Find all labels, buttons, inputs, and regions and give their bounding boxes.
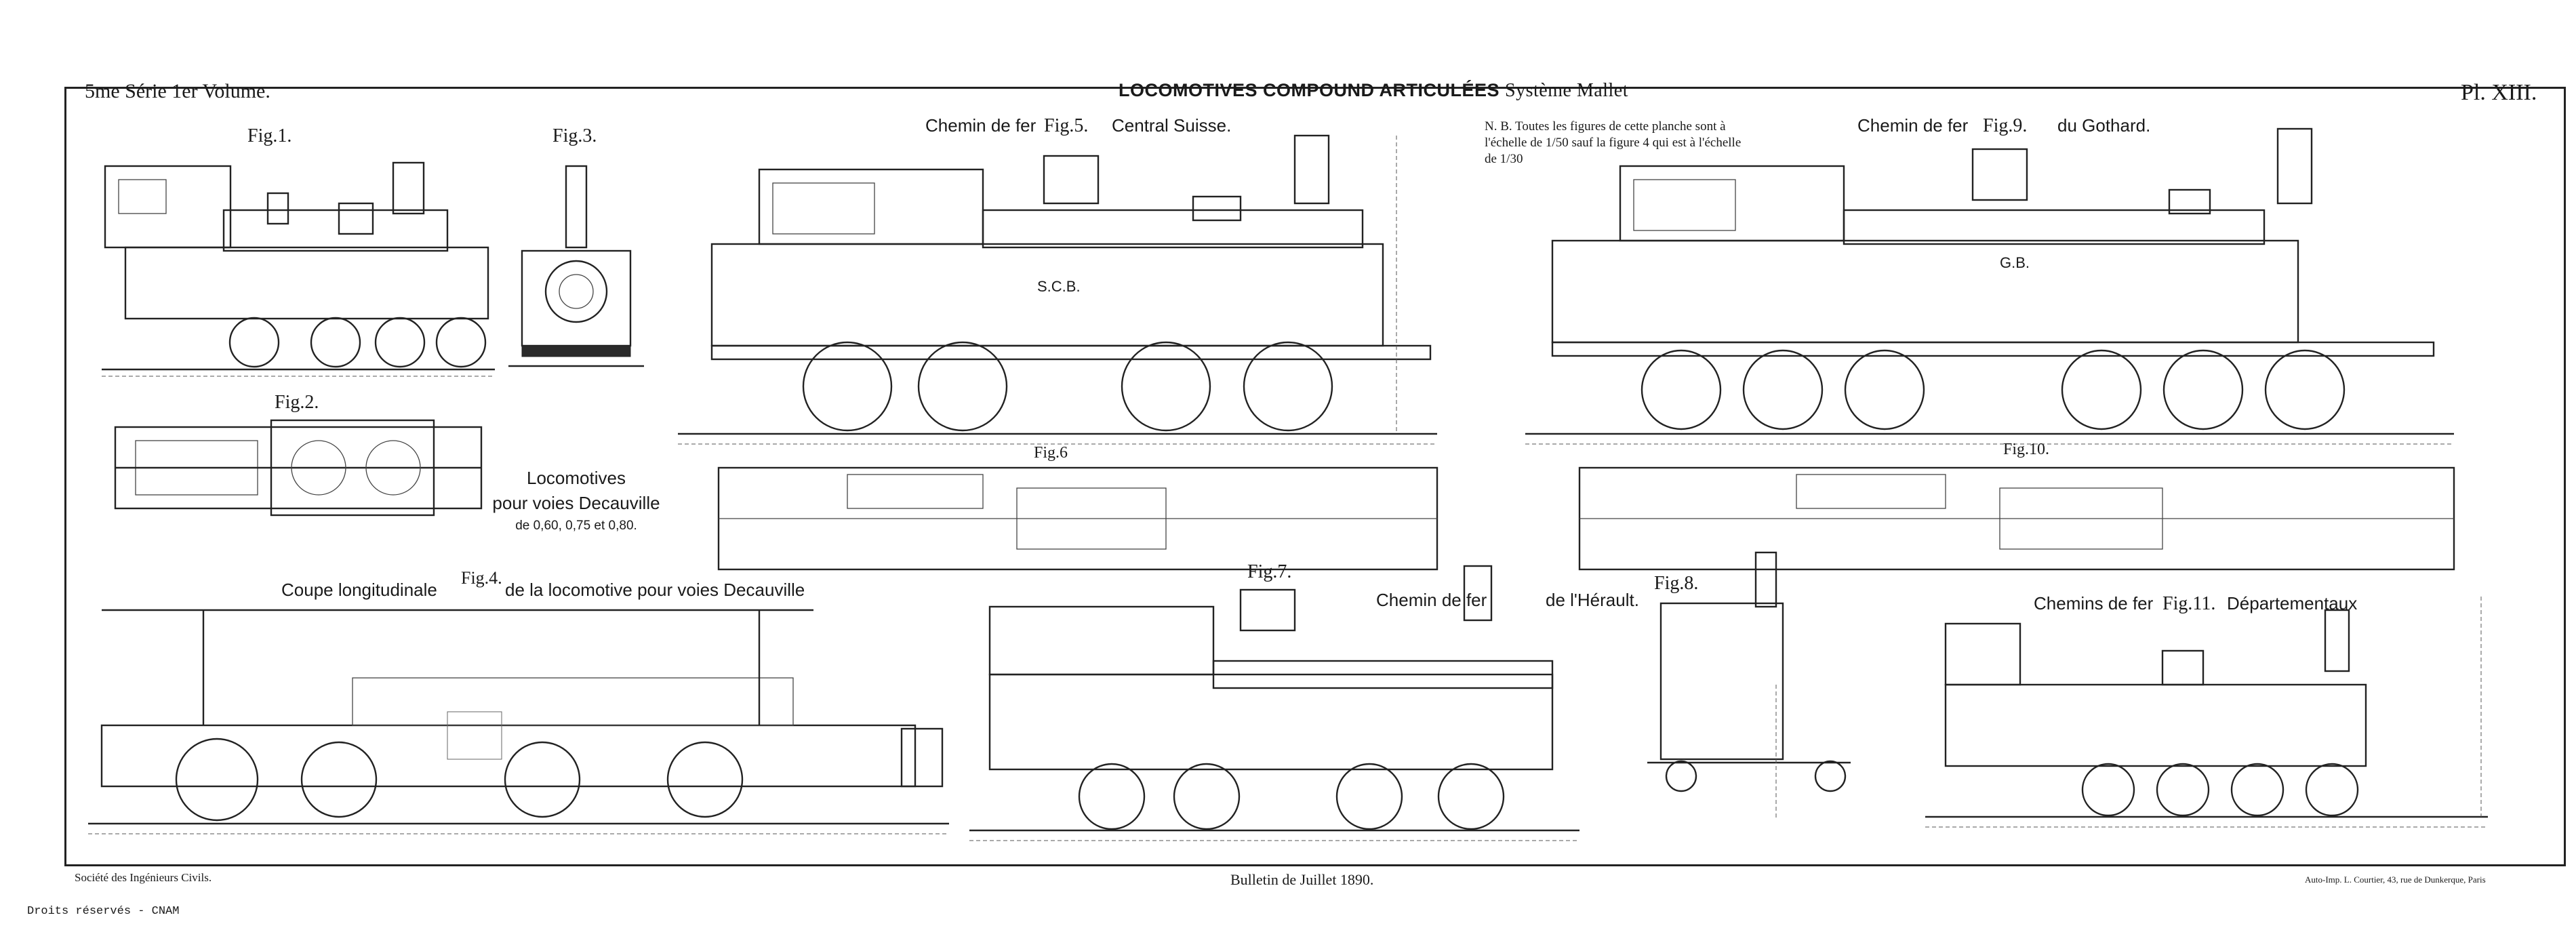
footer-society: Société des Ingénieurs Civils. [75,871,212,884]
decauville-title-line2: pour voies Decauville [492,493,660,513]
fig5-caption-left: Chemin de fer [925,115,1037,136]
scale-note-line3: de 1/30 [1485,152,1523,166]
fig10-drawing [1578,466,2455,571]
fig2-drawing [114,419,483,517]
fig9-label: Fig.9. [1983,115,2028,136]
fig4-label: Fig.4. [461,568,502,588]
fig8-label: Fig.8. [1654,573,1699,594]
fig7-label: Fig.7. [1247,561,1292,582]
plate-title-sub: Système Mallet [1505,80,1629,101]
fig5-caption-right: Central Suisse. [1112,115,1232,136]
plate-frame [64,87,2566,866]
fig6-label: Fig.6 [1034,444,1068,462]
scale-note-line2: l'échelle de 1/50 sauf la figure 4 qui e… [1485,136,1742,150]
fig11-label: Fig.11. [2162,593,2216,614]
rights-notice: Droits réservés - CNAM [27,905,180,918]
scale-note-line1: N. B. Toutes les figures de cette planch… [1485,119,1726,134]
fig7-drawing [969,565,1579,841]
decauville-title-line3: de 0,60, 0,75 et 0,80. [515,519,637,533]
fig5-body-lettering: S.C.B. [1037,278,1081,295]
fig6-drawing [717,466,1438,571]
fig4-caption-right: de la locomotive pour voies Decauville [505,580,805,600]
fig2-label: Fig.2. [275,392,319,413]
fig11-drawing [1925,597,2488,828]
fig1-drawing [102,161,495,377]
decauville-title-line1: Locomotives [527,468,626,488]
fig3-drawing [508,165,644,367]
plate-title: LOCOMOTIVES COMPOUND ARTICULÉES Système … [1119,80,1628,102]
plate-title-main: LOCOMOTIVES COMPOUND ARTICULÉES [1119,80,1500,100]
fig5-label: Fig.5. [1044,115,1089,136]
footer-bulletin: Bulletin de Juillet 1890. [1230,871,1374,888]
fig4-caption-left: Coupe longitudinale [281,580,437,600]
fig4-drawing [88,609,949,834]
fig7-caption-right: de l'Hérault. [1546,590,1639,610]
fig11-caption-left: Chemins de fer [2034,593,2154,613]
fig9-body-lettering: G.B. [2000,254,2030,271]
plate-number: Pl. XIII. [2461,80,2537,105]
fig11-caption-right: Départementaux [2227,593,2358,613]
fig8-drawing [1647,551,1851,820]
fig9-caption-left: Chemin de fer [1857,115,1969,136]
fig9-drawing [1525,127,2454,445]
footer-printer: Auto-Imp. L. Courtier, 43, rue de Dunker… [2305,874,2486,885]
fig3-label: Fig.3. [552,125,597,146]
fig1-label: Fig.1. [247,125,292,146]
fig5-drawing [678,134,1437,445]
fig7-caption-left: Chemin de fer [1376,590,1487,610]
fig10-label: Fig.10. [2003,441,2050,458]
series-label: 5me Série 1er Volume. [85,80,270,102]
fig9-caption-right: du Gothard. [2057,115,2151,136]
